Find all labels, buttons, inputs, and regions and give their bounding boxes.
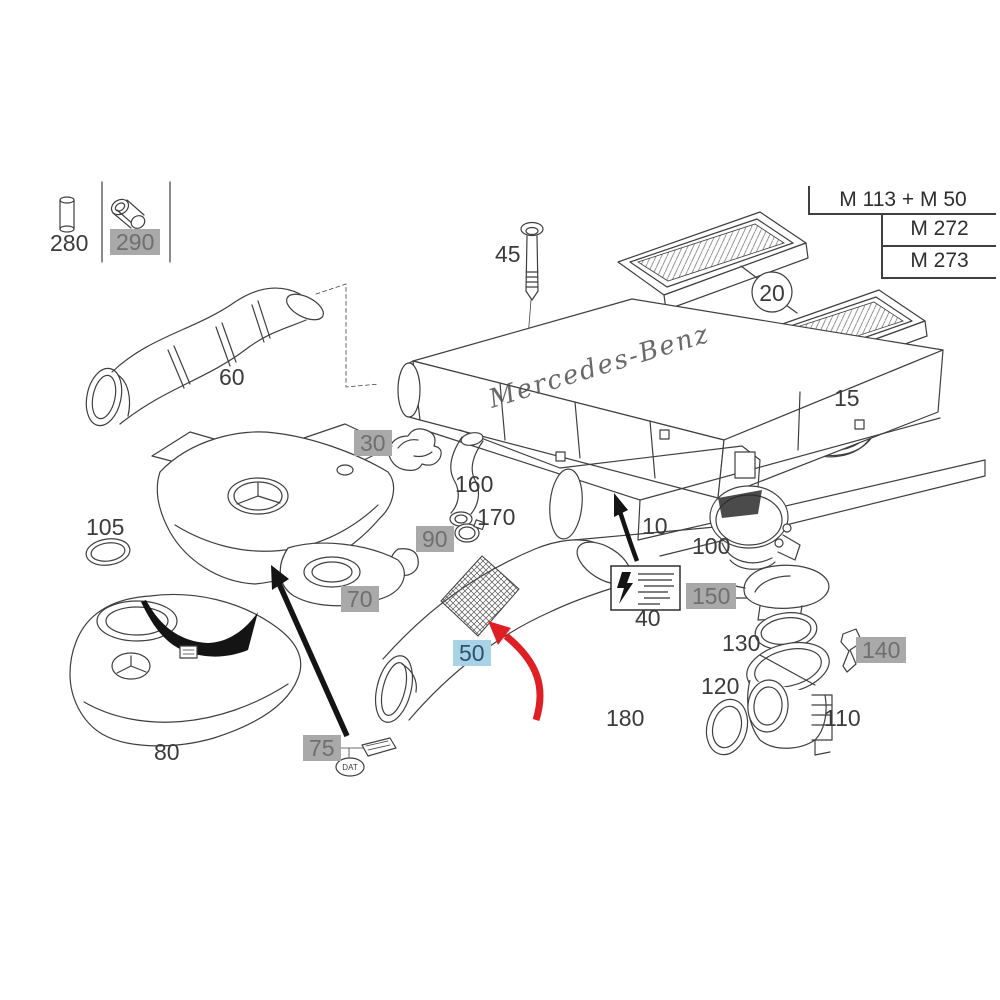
part-110-intake-connector [746, 641, 833, 756]
dat-badge: DAT [342, 763, 358, 772]
callout-30[interactable]: 30 [354, 430, 392, 457]
part-80-engine-cover [69, 593, 302, 747]
part-170-clamp [454, 519, 486, 543]
part-120-oring [705, 698, 749, 756]
callout-110[interactable]: 110 [824, 705, 861, 731]
part-60-intake-duct [85, 283, 380, 427]
callout-60[interactable]: 60 [219, 364, 245, 390]
part-40-warning-label [610, 565, 681, 611]
red-pointer-arrow [488, 621, 544, 722]
part-105-seal [85, 538, 131, 566]
part-290-plug [110, 198, 146, 229]
callout-180[interactable]: 180 [606, 705, 645, 731]
callout-140[interactable]: 140 [856, 637, 907, 664]
callout-75[interactable]: 75 [303, 735, 341, 762]
part-30-bracket [387, 428, 442, 471]
callout-170[interactable]: 170 [477, 504, 516, 530]
part-280-tube [59, 196, 75, 233]
callout-50[interactable]: 50 [453, 640, 491, 667]
callout-10[interactable]: 10 [642, 513, 668, 539]
part-10-air-filter-housing: Mercedes-Benz [397, 298, 986, 557]
callout-15[interactable]: 15 [834, 385, 860, 411]
part-100-air-mass-sensor [709, 485, 801, 570]
callout-40[interactable]: 40 [635, 605, 661, 631]
callout-90[interactable]: 90 [416, 526, 454, 553]
engine-code-row-2: M 272 [881, 213, 996, 247]
engine-code-row-1: M 113 + M 50 [808, 186, 996, 215]
callout-130[interactable]: 130 [722, 630, 761, 656]
callout-150[interactable]: 150 [686, 583, 737, 610]
engine-code-row-3: M 273 [881, 245, 996, 279]
callout-120[interactable]: 120 [701, 673, 740, 699]
callout-100[interactable]: 100 [692, 533, 731, 559]
legend-dividers [101, 181, 171, 263]
arrow-to-housing-bottom [614, 493, 640, 562]
arrow-to-lower-housing [271, 565, 350, 738]
callout-80[interactable]: 80 [154, 739, 180, 765]
callout-105[interactable]: 105 [86, 514, 125, 540]
callout-45[interactable]: 45 [495, 241, 521, 267]
part-150-duct-elbow [729, 564, 830, 621]
callout-280[interactable]: 280 [50, 230, 89, 256]
callout-20[interactable]: 20 [759, 280, 785, 306]
callout-70[interactable]: 70 [341, 586, 379, 613]
callout-160[interactable]: 160 [455, 471, 494, 497]
part-45-bolt [520, 221, 544, 339]
part-75-fastener: DAT [335, 737, 397, 777]
part-20-filter-elements [617, 211, 928, 389]
callout-290[interactable]: 290 [110, 229, 161, 256]
